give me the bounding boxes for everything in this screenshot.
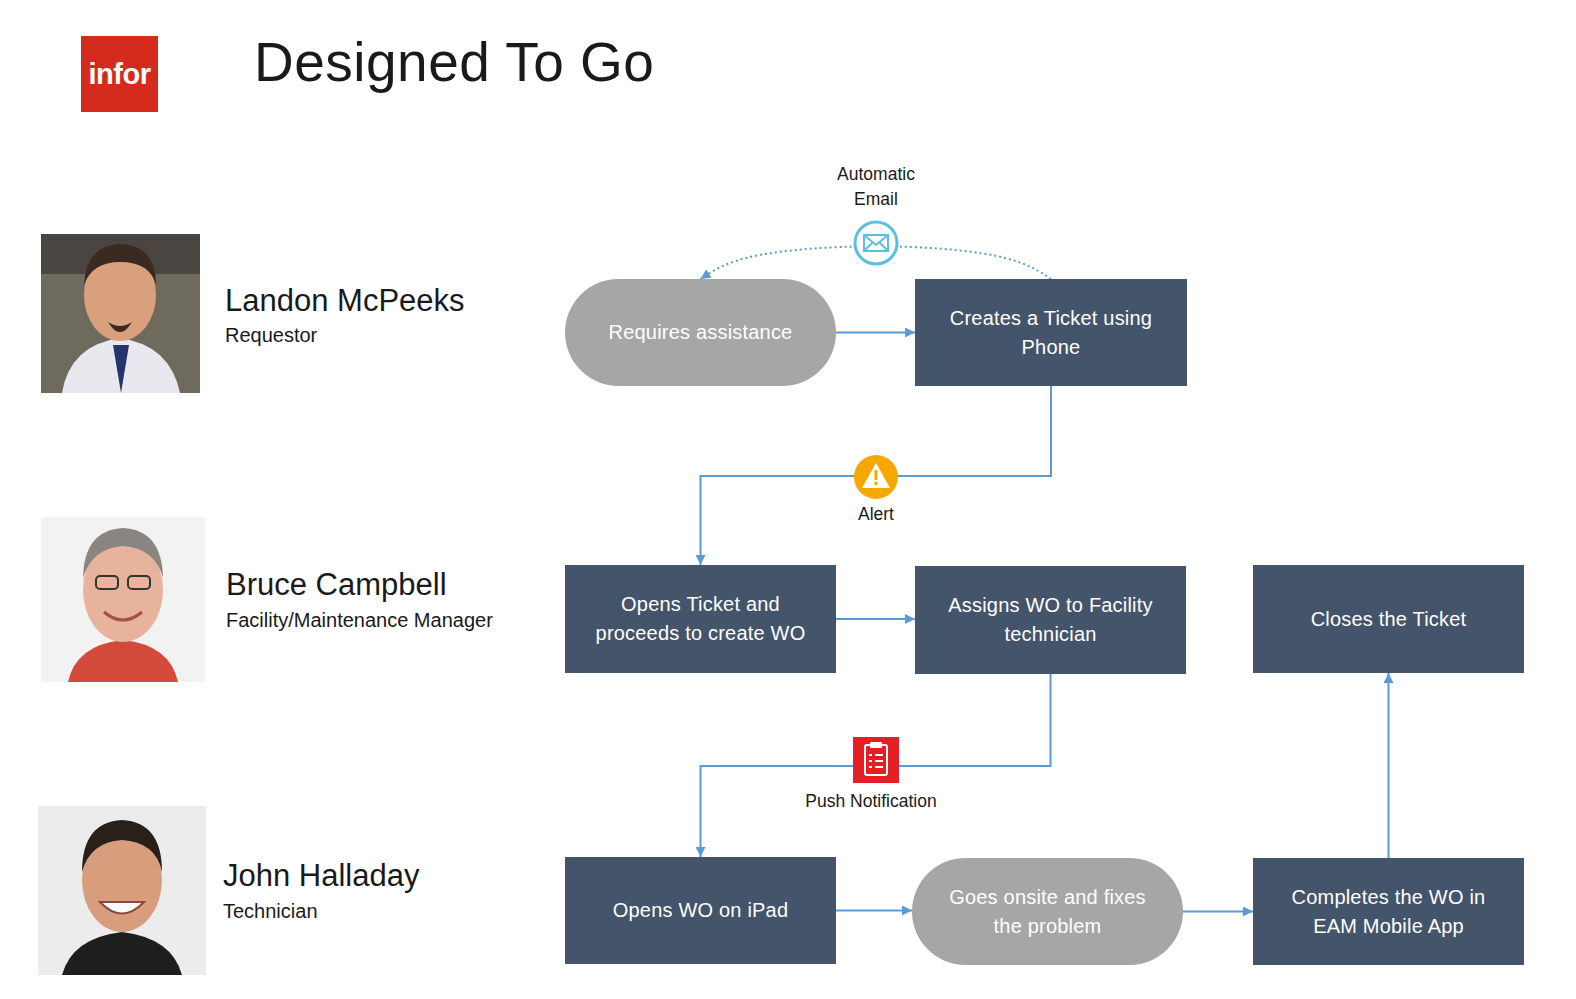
person-role: Technician bbox=[223, 900, 318, 923]
icon-square bbox=[853, 737, 899, 783]
person-name: Landon McPeeks bbox=[225, 283, 465, 319]
pill-outline bbox=[912, 858, 1183, 965]
process-box: Opens WO on iPad bbox=[565, 857, 836, 964]
node-label: Closes the Ticket bbox=[1289, 605, 1489, 634]
flow-arrow bbox=[701, 674, 1051, 857]
icon-circle bbox=[855, 222, 897, 264]
photo-tie bbox=[113, 345, 129, 393]
node-label: Opens Ticket and proceeds to create WO bbox=[565, 590, 836, 648]
node-label: Goes onsite and fixes the problem bbox=[912, 883, 1183, 941]
flow-arrow bbox=[836, 332, 915, 334]
flow-arrow bbox=[1183, 911, 1253, 913]
photo-smile bbox=[100, 902, 144, 914]
flow-arrow bbox=[836, 618, 915, 620]
email-icon bbox=[855, 222, 897, 264]
logo-box: infor bbox=[81, 36, 158, 112]
person-role: Requestor bbox=[225, 324, 317, 347]
node-label: Assigns WO to Facility technician bbox=[915, 591, 1186, 649]
flow-arrow bbox=[1388, 673, 1390, 858]
clipboard-symbol bbox=[869, 755, 883, 767]
photo-shirt bbox=[62, 932, 182, 975]
person-photo bbox=[41, 234, 200, 393]
process-box: Closes the Ticket bbox=[1253, 565, 1524, 673]
icon-circle bbox=[854, 455, 898, 499]
logo-text: infor bbox=[89, 60, 151, 89]
envelope-symbol bbox=[864, 235, 888, 251]
photo-hair bbox=[83, 528, 163, 578]
photo-shirt bbox=[68, 640, 178, 682]
process-box: Completes the WO in EAM Mobile App bbox=[1253, 858, 1524, 965]
person-name: Bruce Campbell bbox=[226, 567, 447, 603]
process-box: Opens Ticket and proceeds to create WO bbox=[565, 565, 836, 673]
warning-symbol bbox=[875, 470, 878, 480]
person-name: John Halladay bbox=[223, 858, 419, 894]
person-role: Facility/Maintenance Manager bbox=[226, 609, 493, 632]
photo-shirt bbox=[62, 338, 180, 393]
terminal-pill: Goes onsite and fixes the problem bbox=[912, 858, 1183, 965]
photo-smile bbox=[104, 612, 142, 620]
clipboard-symbol bbox=[865, 745, 887, 775]
pill-shape bbox=[565, 279, 836, 386]
flow-arrow bbox=[836, 910, 912, 912]
warning-symbol bbox=[875, 482, 878, 485]
edge-label: Automatic Email bbox=[816, 162, 936, 212]
edge-label: Push Notification bbox=[771, 789, 971, 814]
node-label: Completes the WO in EAM Mobile App bbox=[1253, 883, 1524, 941]
photo-background bbox=[38, 806, 206, 975]
photo-glasses bbox=[128, 576, 150, 589]
process-box: Creates a Ticket using Phone bbox=[915, 279, 1187, 386]
person-photo bbox=[41, 517, 205, 682]
alert-icon bbox=[854, 455, 898, 499]
node-label: Requires assistance bbox=[587, 318, 815, 347]
envelope-symbol bbox=[864, 235, 888, 251]
terminal-pill: Requires assistance bbox=[565, 279, 836, 386]
node-label: Creates a Ticket using Phone bbox=[915, 304, 1187, 362]
edge-label: Alert bbox=[816, 502, 936, 527]
photo-beard bbox=[108, 322, 132, 332]
warning-symbol bbox=[862, 463, 890, 488]
node-label: Opens WO on iPad bbox=[591, 896, 811, 925]
person-photo bbox=[38, 806, 206, 975]
photo-hair bbox=[84, 244, 156, 285]
clipboard-symbol bbox=[870, 742, 882, 748]
photo-background bbox=[41, 517, 205, 682]
process-box: Assigns WO to Facility technician bbox=[915, 566, 1186, 674]
photo-background bbox=[41, 234, 200, 393]
diagram-title: Designed To Go bbox=[254, 30, 654, 94]
notification-icon bbox=[853, 737, 899, 783]
photo-glasses bbox=[96, 576, 118, 589]
photo-hair bbox=[82, 820, 162, 872]
flow-arrow bbox=[701, 386, 1052, 565]
pill-shape bbox=[912, 858, 1183, 965]
